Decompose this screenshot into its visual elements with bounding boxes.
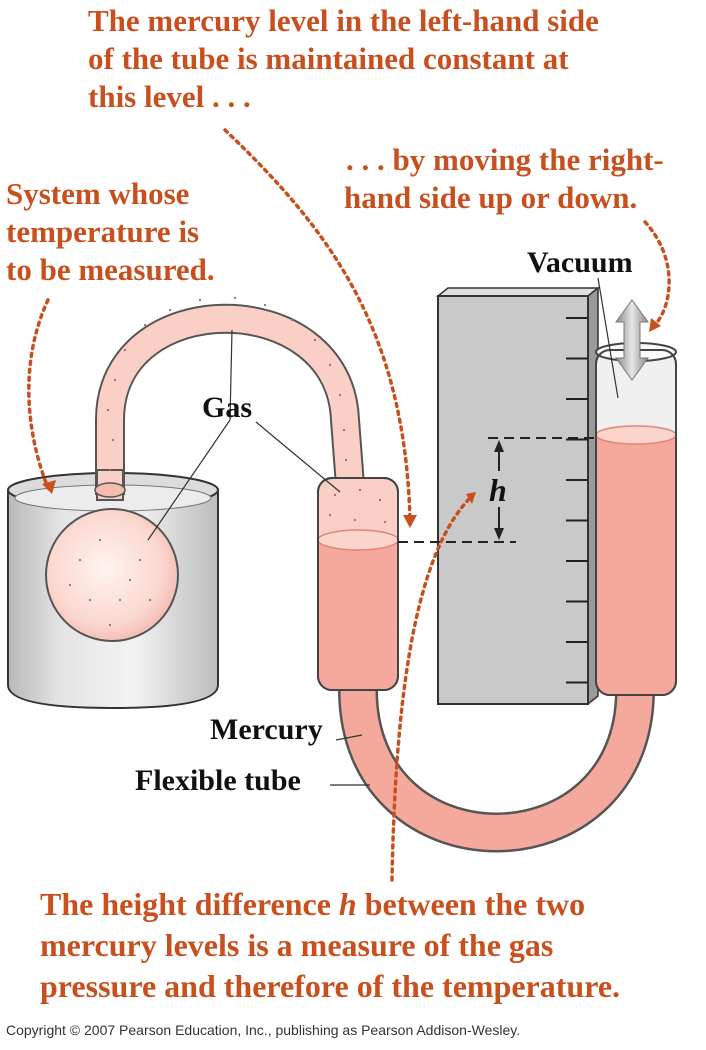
leader-lines (147, 277, 619, 786)
gas-bulb (45, 469, 179, 642)
gas-particle (378, 498, 382, 502)
callout-arrowheads (42, 318, 661, 528)
copyright-notice: Copyright © 2007 Pearson Education, Inc.… (6, 1022, 521, 1038)
gas-particle (143, 323, 147, 327)
top-annotation: The mercury level in the left-hand side … (88, 2, 599, 116)
right-column (595, 342, 677, 696)
gas-particle (78, 558, 82, 562)
gas-particle (383, 520, 387, 524)
gas-particle (98, 538, 102, 542)
flexible-tube-label: Flexible tube (135, 764, 301, 797)
gas-particle (113, 378, 117, 382)
gas-particle (328, 363, 332, 367)
bottom-annotation-line-2: mercury levels is a measure of the gas (40, 927, 554, 963)
h-label: h (489, 472, 507, 508)
gas-particle (138, 558, 142, 562)
left-column (317, 477, 399, 691)
scale-ticks (566, 317, 588, 684)
height-dimension (494, 440, 504, 540)
gas-capillary-tube (95, 303, 365, 495)
gas-particle (68, 583, 72, 587)
measuring-scale (435, 286, 601, 706)
gas-particle (333, 493, 337, 497)
vacuum-label: Vacuum (527, 246, 633, 279)
bottom-annotation: The height difference h between the two … (40, 884, 620, 1007)
left-annotation: System whose temperature is to be measur… (6, 175, 215, 289)
level-lines (398, 437, 596, 543)
gas-particle (233, 296, 237, 300)
bottom-annotation-line-1-b: between the two (356, 886, 586, 922)
callout-lines (27, 128, 671, 882)
left-annotation-line-1: System whose (6, 176, 190, 211)
gas-particle (290, 318, 294, 322)
gas-particle (128, 578, 132, 582)
right-annotation-line-1: . . . by moving the right- (346, 142, 664, 177)
bottom-annotation-line-1: The height difference h between the two (40, 884, 620, 925)
gas-particle (358, 488, 362, 492)
gas-particle (111, 438, 115, 442)
gas-particle (328, 513, 332, 517)
top-annotation-line-3: this level . . . (88, 79, 251, 114)
bottom-annotation-line-1-a: The height difference (40, 886, 339, 922)
bottom-annotation-line-3: pressure and therefore of the temperatur… (40, 968, 621, 1004)
top-annotation-line-2: of the tube is maintained constant at (88, 41, 569, 76)
gas-particle (263, 303, 267, 307)
mercury-label: Mercury (210, 713, 323, 746)
gas-particle (108, 623, 112, 627)
gas-particle (108, 468, 112, 472)
right-annotation-line-2: hand side up or down. (344, 180, 638, 215)
gas-particle (168, 308, 172, 312)
gas-particle (313, 338, 317, 342)
left-annotation-line-2: temperature is (6, 214, 200, 249)
gas-particle (338, 393, 342, 397)
gas-particle (123, 348, 127, 352)
left-annotation-line-3: to be measured. (6, 252, 215, 287)
gas-particle (344, 458, 348, 462)
gas-particle (342, 428, 346, 432)
gas-particle (198, 298, 202, 302)
bottom-annotation-h: h (338, 886, 357, 922)
right-annotation: . . . by moving the right- hand side up … (344, 141, 664, 217)
gas-particle (88, 598, 92, 602)
flexible-tube (338, 689, 655, 853)
gas-particle (106, 408, 110, 412)
double-arrow-vertical-icon (615, 299, 649, 381)
gas-particle (148, 598, 152, 602)
gas-particles (68, 296, 387, 627)
gas-particle (118, 598, 122, 602)
top-annotation-line-1: The mercury level in the left-hand side (88, 3, 599, 38)
gas-particle (353, 518, 357, 522)
gas-label: Gas (202, 391, 253, 424)
